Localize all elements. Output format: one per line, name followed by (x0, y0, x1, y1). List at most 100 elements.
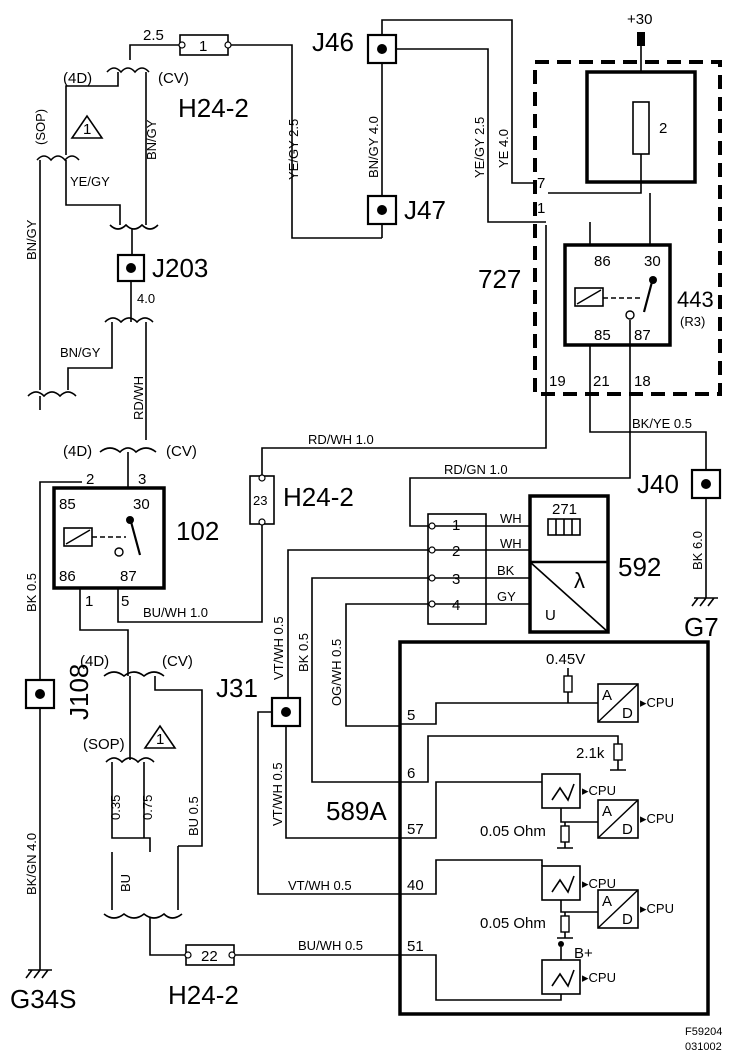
strip-pin-3-icon (428, 574, 436, 582)
ref-resistor-icon (563, 675, 573, 693)
adc-1-cpu: ▸CPU (640, 695, 674, 710)
module-727-pin-1: 1 (537, 200, 545, 217)
top-left-harness: 2.5 1 H24-2 YE/GY 2.5 (4D) (CV) (SOP) 1 … (24, 27, 382, 488)
ecu-pin-51: 51 (407, 938, 424, 955)
drawing-code: F59204 (685, 1026, 722, 1038)
j40-junction-dot (701, 479, 711, 489)
plus30-terminal-icon (637, 32, 645, 46)
vtwh-0-5-a-label: VT/WH 0.5 (271, 616, 286, 680)
sensor-592-u-label: U (545, 607, 556, 624)
j46-j47-group: J46 BN/GY 4.0 J47 YE/GY 2.5 YE 4.0 (312, 19, 546, 238)
sensor-592-box (528, 494, 610, 634)
adc-1-a: A (602, 687, 612, 704)
adc-1-d: D (622, 705, 633, 722)
bngy-b-label: BN/GY (60, 345, 101, 360)
relay-102-pin-85: 85 (59, 496, 76, 513)
h24-connector-22-pin-left (184, 951, 192, 959)
buwh-1-0-label: BU/WH 1.0 (143, 605, 208, 620)
h24-connector-23-pin-top (258, 474, 266, 482)
j40-label: J40 (637, 469, 679, 499)
variant-cv-label-a: (CV) (158, 70, 189, 87)
rdwh-1-0-label: RD/WH 1.0 (308, 432, 374, 447)
relay-102-pin-87: 87 (120, 568, 137, 585)
variant-4d-label-a: (4D) (63, 70, 92, 87)
j31-label: J31 (216, 673, 258, 703)
strip-pin-3-label: 3 (452, 571, 460, 588)
relay-443-pivot (649, 276, 657, 284)
driver-3-symbol (551, 969, 575, 988)
bkgn-4-0-label: BK/GN 4.0 (24, 833, 39, 895)
relay-102-pin-1: 1 (85, 593, 93, 610)
adc-2-cpu: ▸CPU (640, 811, 674, 826)
note-triangle-icon-b (143, 724, 177, 749)
wire-4-0-label: 4.0 (137, 291, 155, 306)
vtwh-0-5-b-label: VT/WH 0.5 (270, 762, 285, 826)
relay-102-coil-slash (65, 529, 91, 545)
relay-443-pin-87: 87 (634, 327, 651, 344)
bu-label: BU (118, 874, 133, 892)
wire-0-75-label: 0.75 (140, 795, 155, 820)
heater-271-label: 271 (552, 501, 577, 518)
driver-3-icon (541, 959, 581, 995)
yegy25-right-label: YE/GY 2.5 (472, 117, 487, 178)
adc-2-a: A (602, 803, 612, 820)
relay-443-pin-30: 30 (644, 253, 661, 270)
g7-label: G7 (684, 612, 719, 642)
lower-harness: (4D) (CV) (SOP) 1 0.35 0.75 BU 0.5 BU 22… (80, 653, 400, 1010)
connector-strip: 1 2 3 4 WH WH BK GY VT/WH 0.5 BK 0.5 OG/… (271, 511, 591, 783)
relay-102-pin-86: 86 (59, 568, 76, 585)
relay-443-box (563, 243, 672, 347)
fuse-2-icon (632, 101, 650, 155)
ecu-589a-label: 589A (326, 796, 387, 826)
shunt-1-icon (560, 825, 570, 843)
j203-junction-dot (126, 263, 136, 273)
strip-pin-4-icon (428, 600, 436, 608)
j47-label: J47 (404, 195, 446, 225)
j46-label: J46 (312, 27, 354, 57)
bngy-label-a: BN/GY (144, 119, 159, 160)
bk-6-0-label: BK 6.0 (690, 531, 705, 570)
h24-connector-23-group: RD/WH 1.0 23 H24-2 (249, 225, 547, 526)
adc-3-a: A (602, 893, 612, 910)
shunt-1-label: 0.05 Ohm (480, 823, 546, 840)
h24-connector-23-number: 23 (253, 493, 267, 508)
j40-g7-group: J40 BK 6.0 G7 (637, 468, 722, 642)
relay-443-label: 443 (677, 287, 714, 312)
strip-pin-2-icon (428, 546, 436, 554)
h24-connector-23-pin-bottom (258, 518, 266, 526)
sensor-592: 271 U λ 592 (528, 494, 661, 634)
module-727-pin-19: 19 (549, 373, 566, 390)
fuse-2-label: 2 (659, 120, 667, 137)
module-727-pin-7: 7 (537, 175, 545, 192)
h24-2-top-label: H24-2 (178, 93, 249, 123)
module-727-box (533, 60, 722, 396)
j31-junction-dot (281, 707, 291, 717)
driver-3-cpu: ▸CPU (582, 970, 616, 985)
h24-connector-1-pin-right (224, 41, 232, 49)
plus30-label: +30 (627, 11, 652, 28)
bngy-left-label: BN/GY (24, 219, 39, 260)
h24-2-mid-label: H24-2 (283, 482, 354, 512)
g34s-ground-icon (25, 969, 52, 979)
relay-102-pin-2: 2 (86, 471, 94, 488)
ecu-pin-40: 40 (407, 877, 424, 894)
resistor-2-1k-icon (613, 743, 623, 761)
gy-strip-label: GY (497, 589, 516, 604)
relay-443-contact (625, 310, 635, 320)
variant-4d-label-b: (4D) (63, 443, 92, 460)
variant-4d-label-c: (4D) (80, 653, 109, 670)
shunt-2-icon (560, 915, 570, 933)
j31-group: J31 VT/WH 0.5 VT/WH 0.5 (216, 673, 400, 895)
bk-0-5-label: BK 0.5 (24, 573, 39, 612)
strip-pin-1-label: 1 (452, 517, 460, 534)
wh-2-label: WH (500, 536, 522, 551)
bplus-label: B+ (574, 945, 593, 962)
ecu-pin-6: 6 (407, 765, 415, 782)
h24-connector-1-pin-left (178, 41, 186, 49)
module-727-pin-18: 18 (634, 373, 651, 390)
relay-443-pin-85: 85 (594, 327, 611, 344)
bngy-4-0-label: BN/GY 4.0 (366, 116, 381, 178)
j108-label: J108 (64, 664, 94, 720)
wire-2-5-label: 2.5 (143, 27, 164, 44)
